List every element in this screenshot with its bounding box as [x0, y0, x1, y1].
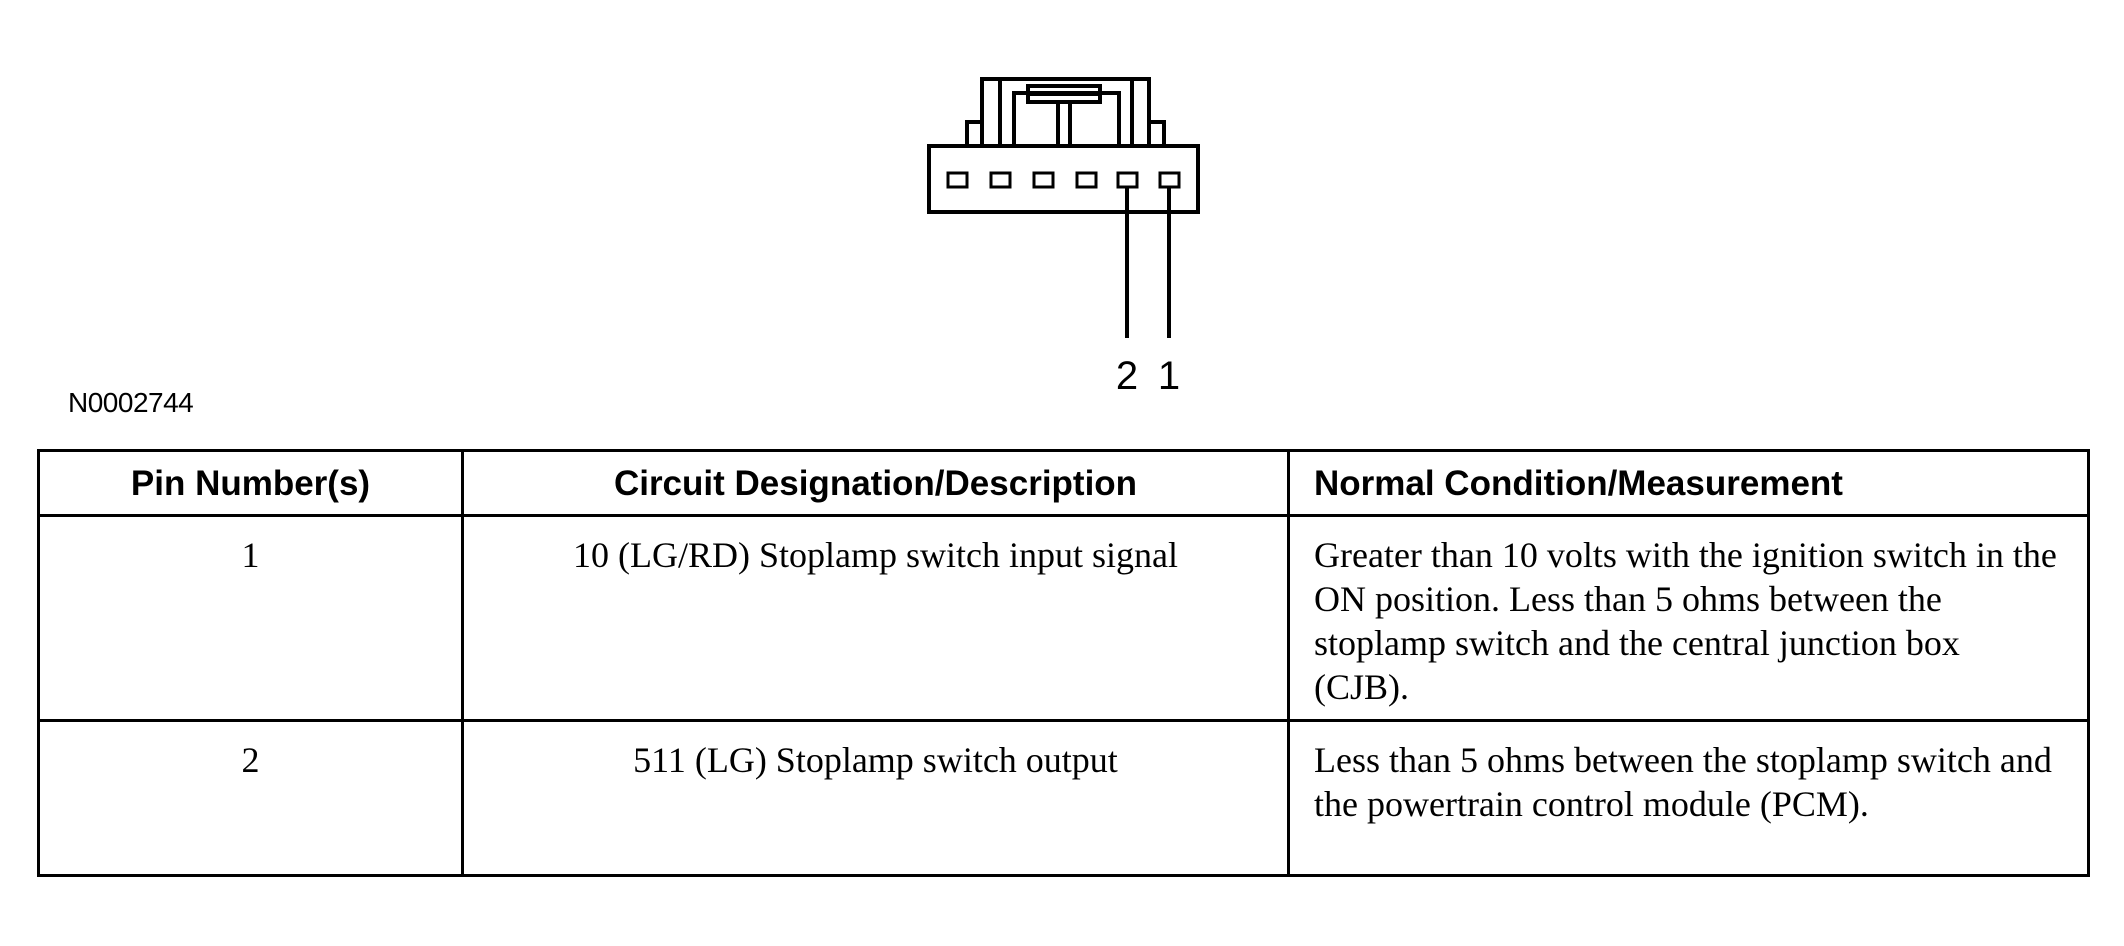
- pin-label-2: 2: [1116, 354, 1138, 398]
- cavity-5: [989, 171, 1012, 189]
- terminal-cavities: [946, 171, 1181, 189]
- cavity-pin-2: [1116, 171, 1139, 189]
- pin-table: Pin Number(s) Circuit Designation/Descri…: [37, 449, 2090, 877]
- header-circuit-description: Circuit Designation/Description: [461, 449, 1290, 517]
- table-header-row: Pin Number(s) Circuit Designation/Descri…: [37, 449, 2090, 517]
- connector-housing: [927, 77, 1200, 214]
- connector-diagram: 2 1: [927, 77, 1200, 398]
- pin-number-cell: 1: [37, 514, 464, 722]
- pin-label-1: 1: [1158, 354, 1180, 398]
- figure-reference-number: N0002744: [68, 387, 194, 418]
- circuit-description-cell: 10 (LG/RD) Stoplamp switch input signal: [461, 514, 1290, 722]
- normal-condition-cell: Less than 5 ohms between the stoplamp sw…: [1287, 719, 2090, 877]
- pin-number-cell: 2: [37, 719, 464, 877]
- table-row: 2 511 (LG) Stoplamp switch output Less t…: [37, 719, 2090, 877]
- header-pin-numbers: Pin Number(s): [37, 449, 464, 517]
- pin-leader-lines: [1125, 187, 1171, 338]
- circuit-description-cell: 511 (LG) Stoplamp switch output: [461, 719, 1290, 877]
- normal-condition-cell: Greater than 10 volts with the ignition …: [1287, 514, 2090, 722]
- table-row: 1 10 (LG/RD) Stoplamp switch input signa…: [37, 514, 2090, 722]
- cavity-3: [1075, 171, 1098, 189]
- cavity-pin-1: [1158, 171, 1181, 189]
- cavity-4: [1032, 171, 1055, 189]
- cavity-6: [946, 171, 969, 189]
- header-normal-condition: Normal Condition/Measurement: [1287, 449, 2090, 517]
